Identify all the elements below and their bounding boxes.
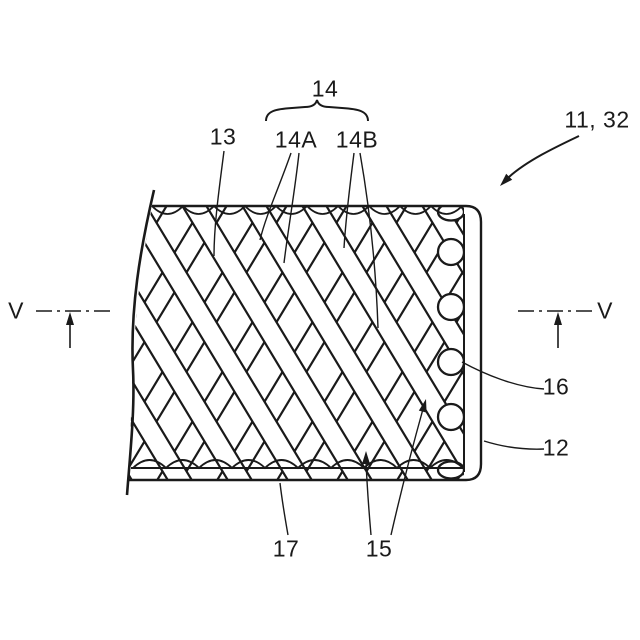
label-14: 14 [311,75,339,102]
brace-14 [265,99,369,122]
bottom-edge-scallops [132,459,464,470]
braid-weave-pattern [129,206,464,480]
label-16: 16 [542,373,570,400]
leader-13 [213,150,225,257]
label-14b: 14B [335,126,379,153]
label-v-right: V [597,297,613,324]
leader-14a-1 [259,152,292,241]
right-edge-line [465,204,483,482]
label-11-32: 11, 32 [564,106,630,133]
strand-end-circles [436,206,464,480]
leader-16 [461,361,545,390]
left-break-wavy-line [125,189,156,496]
label-15: 15 [365,535,393,562]
section-arrow-right [554,312,562,348]
top-edge-scallops [151,204,463,215]
label-v-left: V [8,297,24,324]
label-17: 17 [272,535,300,562]
section-arrow-left [66,312,74,348]
leader-17 [279,482,289,536]
label-14a: 14A [274,126,318,153]
leader-14a-2 [283,152,300,264]
leader-12 [483,440,545,450]
arrows-15 [362,399,427,536]
label-13: 13 [209,123,237,150]
label-12: 12 [542,434,570,461]
section-line-v [36,310,596,348]
sleeve-outline [125,189,483,496]
leader-lines [213,150,545,536]
leader-14b-1 [343,152,355,249]
arrow-11-32 [500,135,580,186]
leader-14b-2 [359,152,379,329]
